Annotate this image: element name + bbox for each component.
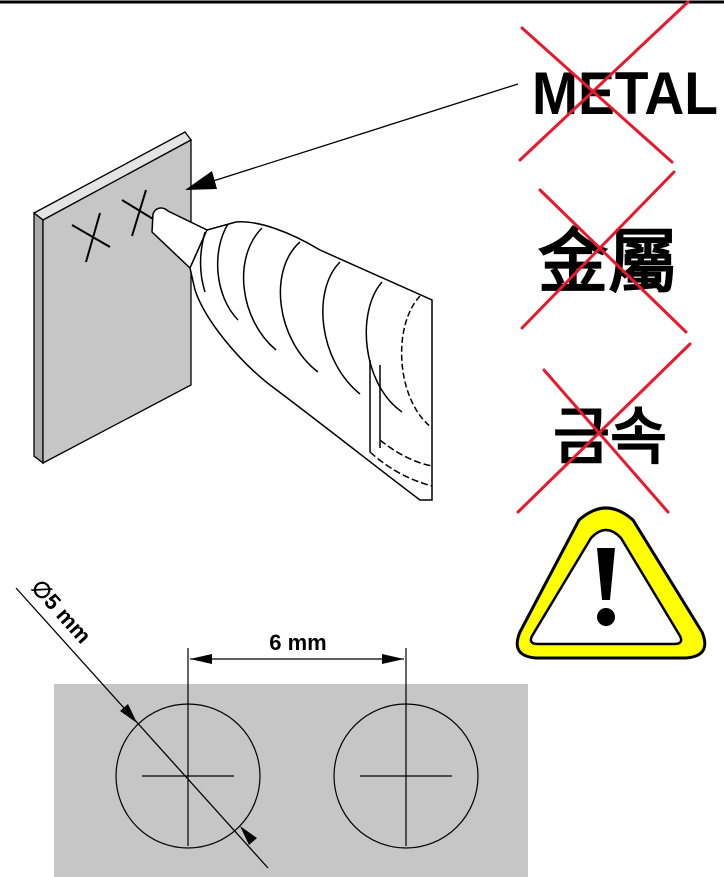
red-x-cross-icon	[518, 0, 690, 164]
red-x-cross-icon	[516, 342, 692, 514]
plate-side	[33, 211, 44, 465]
leader-arrowhead	[185, 171, 217, 190]
metal-label-english: METAL	[518, 0, 718, 164]
spacing-dimension: 6 mm	[190, 630, 404, 664]
plate-cross-marks	[71, 189, 159, 263]
warning-triangle-icon	[515, 506, 707, 660]
metal-label-korean: 금속	[516, 342, 692, 514]
metal-label-chinese: 金屬	[520, 170, 688, 334]
marking-pen-on-metal-plate-illustration	[32, 83, 519, 501]
leader-line	[209, 83, 519, 183]
metal-label: METAL	[532, 60, 718, 127]
metal-plate	[42, 138, 192, 465]
red-x-cross-icon	[520, 170, 688, 334]
spacing-label: 6 mm	[269, 630, 326, 655]
dimension-drawing: 6 mm ∅5 mm	[15, 575, 528, 877]
marking-pen	[151, 207, 433, 501]
